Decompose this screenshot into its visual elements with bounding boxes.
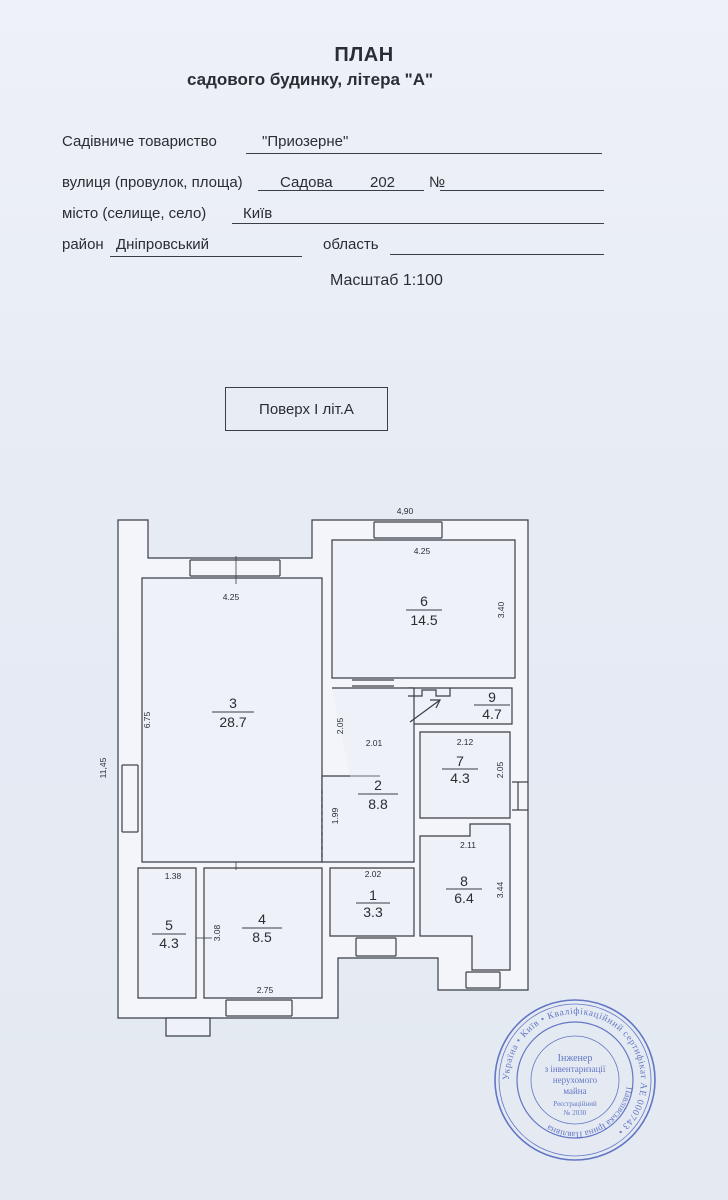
district-label: район [62,236,104,253]
window-left [121,764,139,833]
district-underline [110,256,302,257]
stamp-line-1: Інженер [558,1053,593,1064]
district-value: Дніпровський [116,236,210,253]
street-underline [258,190,424,191]
window-bottom-room1 [355,937,397,957]
room-6-area: 14.5 [410,612,437,628]
window-top-left [189,559,281,577]
dim-room3-height: 6.75 [142,711,152,728]
window-bottom-room8 [465,971,501,989]
dim-room5-width: 1.38 [165,871,182,881]
room-6-outline [331,539,516,679]
dim-room3-width: 4.25 [223,592,240,602]
region-label: область [323,236,379,253]
room-4-number: 4 [258,911,266,927]
room-8-area: 6.4 [454,890,474,906]
room-8-number: 8 [460,873,468,889]
room-2-number: 2 [374,777,382,793]
street-value: Садова [280,174,333,191]
room-8-outline [419,823,511,971]
street-label: вулиця (провулок, площа) [62,174,243,191]
society-underline [246,153,602,154]
room-5-number: 5 [165,917,173,933]
floor-label-box: Поверх І літ.А [225,387,388,431]
dim-room1-width: 2.02 [365,869,382,879]
dim-room8-height: 3.44 [495,881,505,898]
room-5-outline [137,867,197,999]
dim-room7-height: 2.05 [495,761,505,778]
room-1-area: 3.3 [363,904,383,920]
dim-left-overall: 11,45 [98,757,108,778]
dim-room8-width: 2.11 [460,840,476,850]
city-value: Київ [243,205,273,222]
room-3-number: 3 [229,695,237,711]
room-2-outline [321,687,415,863]
room-1-number: 1 [369,887,377,903]
page-title: ПЛАН [334,44,394,66]
city-underline [232,223,604,224]
room-5-area: 4.3 [159,935,179,951]
stamp-line-2: з інвентаризації [545,1064,606,1074]
room-7-area: 4.3 [450,770,470,786]
society-value: "Приозерне" [262,133,349,150]
stamp-reg-label: Реєстраційний [553,1100,597,1108]
stamp-line-4: майна [563,1086,586,1096]
dim-room2-height-lower: 1.99 [330,807,340,824]
room-9-number: 9 [488,689,496,705]
page-subtitle: садового будинку, літера "А" [186,70,434,89]
number-underline [440,190,604,191]
window-top-right [373,521,443,539]
dim-room6-width: 4.25 [414,546,431,556]
number-label: № [429,174,446,191]
porch-step [165,1017,211,1037]
room-3-area: 28.7 [219,714,246,730]
dim-room2-height-upper: 2.05 [335,717,345,734]
room-1-outline [329,867,415,937]
scale-label: Масштаб 1:100 [330,272,443,289]
room-6-number: 6 [420,593,428,609]
dim-room7-width: 2.12 [457,737,474,747]
room-2-area: 8.8 [368,796,388,812]
window-bottom-room4 [225,999,293,1017]
street-number: 202 [370,174,396,191]
room-7-outline [419,731,511,819]
room-9-area: 4.7 [482,706,502,722]
region-underline [390,254,604,255]
room-4-outline [203,867,323,999]
window-right [512,781,528,811]
dim-top-overall: 4,90 [397,506,414,516]
dim-room6-height: 3.40 [496,601,506,618]
floor-label: Поверх І літ.А [259,400,354,418]
room-7-number: 7 [456,753,464,769]
official-stamp: Україна • Київ • Кваліфікаційний сертифі… [494,999,656,1161]
dim-room4-height: 3.08 [212,924,222,941]
stairs [408,688,451,723]
society-label: Садівниче товариство [62,133,217,150]
window-room2-top [352,679,394,687]
room-4-area: 8.5 [252,929,272,945]
dim-room4-width: 2.75 [257,985,274,995]
stamp-reg-no: № 2030 [564,1109,587,1117]
dim-room2-width: 2.01 [366,738,383,748]
city-label: місто (селище, село) [62,205,207,222]
stamp-line-3: нерухомого [553,1075,598,1085]
